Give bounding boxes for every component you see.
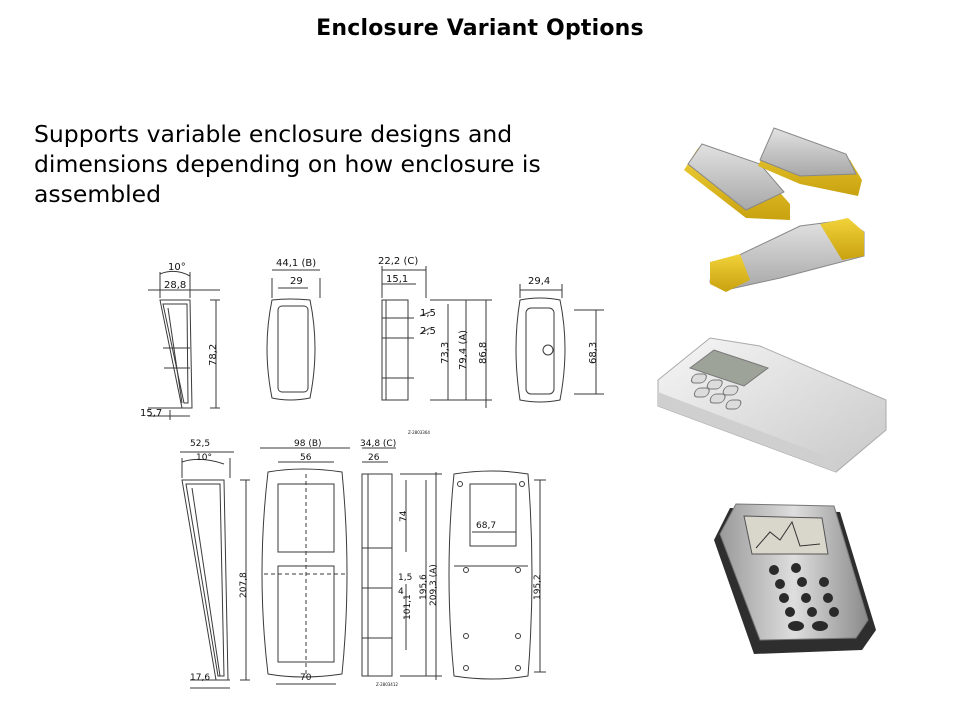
dim-small-d1: 1,5 <box>420 308 436 319</box>
large-side-view <box>180 451 250 689</box>
slide-body-text: Supports variable enclosure designs and … <box>34 120 541 208</box>
slide-title: Enclosure Variant Options <box>316 16 644 41</box>
dim-small-h1: 73,3 <box>440 342 451 364</box>
dim-small-height: 78,2 <box>208 344 219 366</box>
dim-large-height: 207,8 <box>239 572 249 598</box>
dim-small-back-height: 68,3 <box>588 342 599 364</box>
dim-small-back-width: 29,4 <box>528 276 550 287</box>
dim-small-h2: 79,4 (A) <box>458 330 469 370</box>
dim-large-side-inner: 26 <box>368 453 380 463</box>
dimension-drawings: 10° 28,8 78,2 15,7 44,1 (B) 29 22,2 (C) … <box>140 256 604 689</box>
dim-large-h2: 101,1 <box>403 594 413 620</box>
dim-large-front-outer: 98 (B) <box>294 439 322 449</box>
dim-large-d1: 1,5 <box>398 573 412 583</box>
dim-large-front-bottom: 70 <box>300 673 312 683</box>
dim-large-bottom: 17,6 <box>190 673 210 683</box>
large-side-view-2 <box>361 447 442 680</box>
dim-small-angle: 10° <box>168 262 186 273</box>
dim-large-front-inner: 56 <box>300 453 312 463</box>
small-side-view <box>148 270 220 420</box>
large-front-view <box>260 447 350 685</box>
large-back-view <box>448 470 546 680</box>
dim-small-h3: 86,8 <box>478 342 489 364</box>
small-side-view-2 <box>381 266 492 408</box>
small-back-view <box>515 284 604 403</box>
dim-small-side-outer: 22,2 (C) <box>378 256 418 267</box>
dim-small-side-inner: 15,1 <box>386 274 408 285</box>
drawing-ref-small: Z-2803364 <box>408 430 430 435</box>
exploded-enclosure-image <box>684 127 865 292</box>
dim-large-h3: 195,6 <box>419 574 429 600</box>
product-renderings <box>657 127 887 654</box>
dim-large-width: 52,5 <box>190 439 210 449</box>
dim-large-angle: 10° <box>196 453 212 463</box>
dim-large-side-outer: 34,8 (C) <box>360 439 396 449</box>
dim-large-d2: 4 <box>398 587 404 597</box>
dim-large-back-width: 68,7 <box>476 521 496 531</box>
white-handheld-image <box>657 337 887 473</box>
dim-small-front-inner: 29 <box>290 276 303 287</box>
dim-small-bottom: 15,7 <box>140 408 162 419</box>
dim-small-front-outer: 44,1 (B) <box>276 258 316 269</box>
dim-small-width: 28,8 <box>164 280 186 291</box>
metal-handheld-image <box>714 503 876 654</box>
small-front-view <box>266 269 321 401</box>
dim-large-back-height: 195,2 <box>533 574 543 600</box>
drawing-ref-large: Z-2803412 <box>376 682 398 687</box>
dim-large-h4: 209,3 (A) <box>429 564 439 606</box>
dim-small-d2: 2,5 <box>420 326 436 337</box>
dim-large-h1: 74 <box>399 510 409 522</box>
